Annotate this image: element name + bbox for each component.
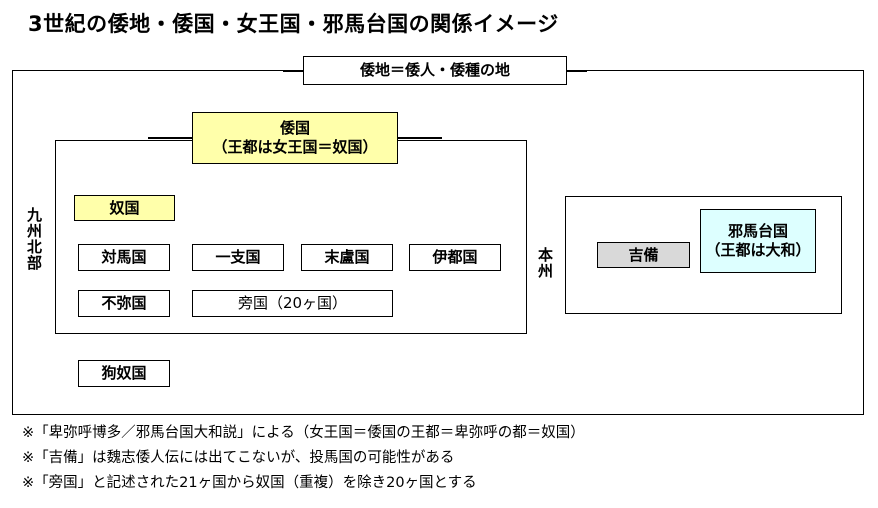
- node-boukoku: 旁国（20ヶ国）: [192, 290, 393, 317]
- node-matsuro: 末盧国: [301, 244, 393, 271]
- node-fumi: 不弥国: [78, 290, 170, 317]
- connector-line-wakoku-right: [396, 137, 442, 139]
- node-nakoku: 奴国: [74, 195, 175, 221]
- node-yamatai: 邪馬台国 （王都は大和）: [700, 209, 816, 273]
- node-kunanokoku: 狗奴国: [78, 360, 170, 387]
- node-ito: 伊都国: [409, 244, 501, 271]
- node-wakoku: 倭国 （王都は女王国＝奴国）: [192, 112, 398, 164]
- honshu-region-label: 本州: [536, 247, 554, 279]
- footnote-item: ※「旁国」と記述された21ヶ国から奴国（重複）を除き20ヶ国とする: [22, 474, 477, 491]
- node-tsushima: 対馬国: [78, 244, 170, 271]
- connector-line-wachi-left: [283, 70, 305, 72]
- connector-line-wakoku-left: [148, 137, 194, 139]
- honshu-region-frame: [565, 196, 842, 314]
- footnote-item: ※「卑弥呼博多／邪馬台国大和説」による（女王国＝倭国の王都＝卑弥呼の都＝奴国）: [22, 425, 585, 441]
- footnotes-block: ※「卑弥呼博多／邪馬台国大和説」による（女王国＝倭国の王都＝卑弥呼の都＝奴国） …: [22, 421, 862, 496]
- kyushu-region-label: 九州北部: [25, 207, 43, 271]
- node-kibi: 吉備: [597, 242, 690, 268]
- connector-line-wachi-right: [565, 70, 587, 72]
- node-iki: 一支国: [192, 244, 284, 271]
- page-title: 3世紀の倭地・倭国・女王国・邪馬台国の関係イメージ: [28, 12, 559, 36]
- footnote-item: ※「吉備」は魏志倭人伝には出てこないが、投馬国の可能性がある: [22, 449, 455, 466]
- node-wachi: 倭地＝倭人・倭種の地: [303, 56, 567, 85]
